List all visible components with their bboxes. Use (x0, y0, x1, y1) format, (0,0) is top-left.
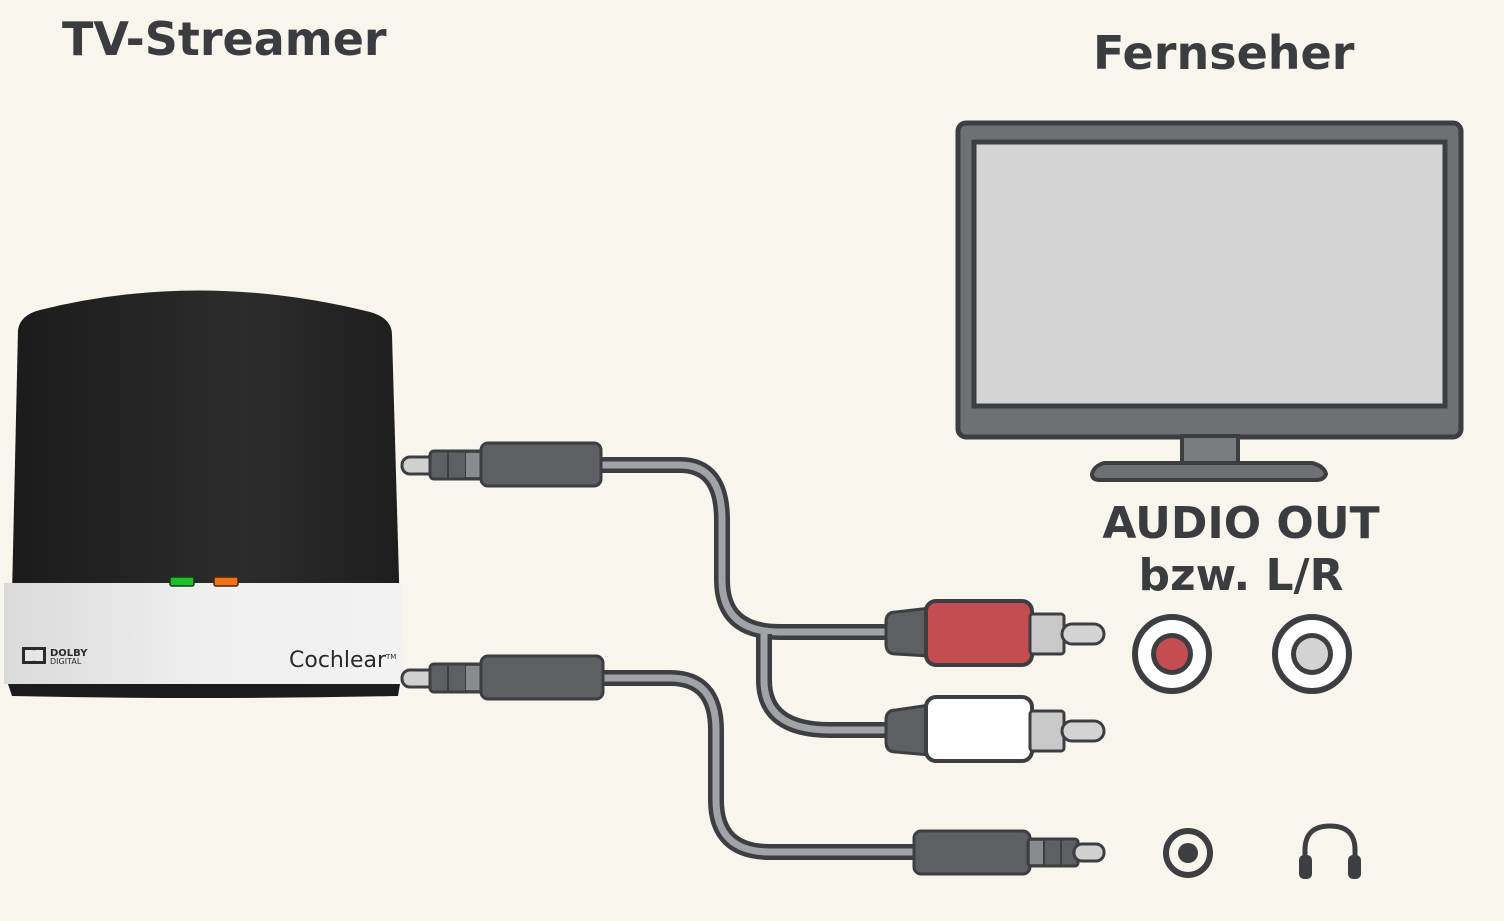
tv-stand (1089, 461, 1329, 482)
jack-plug-right (912, 829, 1106, 876)
rca-plug-red (884, 599, 1106, 667)
tv-neck (1180, 434, 1240, 466)
status-led-green (169, 576, 195, 587)
streamer-title: TV-Streamer (62, 12, 387, 66)
headphones-icon (1299, 823, 1361, 879)
audio-out-line1: AUDIO OUT (1102, 498, 1380, 549)
streamer-base-band (4, 583, 404, 684)
rca-plug-white (884, 695, 1106, 763)
cochlear-brand: Cochlear (289, 648, 387, 673)
jack-plug-bottom (400, 654, 605, 701)
tv-screen (971, 139, 1448, 409)
trademark-mark: TM (385, 653, 396, 661)
audio-out-line2: bzw. L/R (1138, 550, 1344, 601)
rca-y-cable (600, 457, 890, 738)
dolby-text: DOLBY (50, 648, 88, 659)
socket-left-red[interactable] (1132, 614, 1212, 694)
streamer-bottom-rim (8, 684, 400, 698)
dolby-digital-text: DIGITAL (50, 657, 82, 666)
tv-title: Fernseher (1093, 26, 1355, 80)
jack-cable (600, 670, 918, 860)
dolby-logo: DOLBY DIGITAL (22, 647, 88, 666)
cables (600, 457, 918, 860)
jack-plug-top (400, 441, 603, 488)
status-led-orange (213, 576, 239, 587)
television (955, 120, 1464, 482)
socket-right-white[interactable] (1272, 614, 1352, 694)
tv-streamer-device: DOLBY DIGITAL Cochlear TM (4, 290, 404, 698)
jack-socket-icon (1163, 828, 1213, 878)
audio-out-label: AUDIO OUT bzw. L/R (1096, 498, 1386, 602)
